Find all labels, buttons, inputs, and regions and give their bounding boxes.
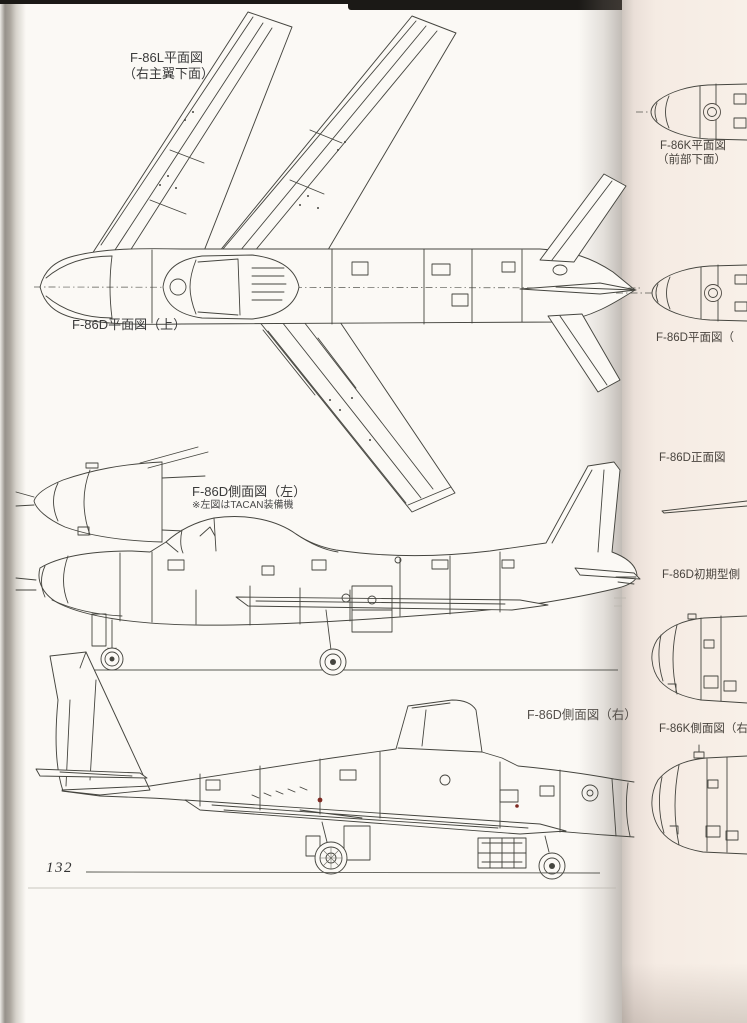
- f86d-nose-detail-drawing: [15, 446, 209, 543]
- page-number: 132: [46, 860, 73, 876]
- caption-f86k-side: F-86K側面図（右: [659, 723, 747, 735]
- caption-f86d-side-right: F-86D側面図（右）: [527, 708, 637, 722]
- f86d-side-view-right-drawing: [28, 651, 635, 889]
- f86d-plan-view-drawing: [33, 11, 643, 513]
- caption-f86d-plan-top: F-86D平面図（上）: [72, 317, 187, 332]
- caption-f86k-plan-line2: （前部下面）: [657, 154, 726, 167]
- caption-f86d-side-left: F-86D側面図（左） ※左図はTACAN装備機: [192, 484, 306, 513]
- caption-f86d-side-left-title: F-86D側面図（左）: [192, 484, 307, 499]
- adjacent-page-figures: [614, 83, 747, 855]
- caption-f86k-plan-line1: F-86K平面図: [660, 140, 726, 152]
- caption-f86d-plan-right: F-86D平面図（: [656, 332, 734, 344]
- f86d-side-view-left-drawing: [15, 461, 641, 676]
- caption-f86l-plan-line2: （右主翼下面）: [123, 66, 215, 82]
- caption-f86d-early: F-86D初期型側: [662, 569, 740, 581]
- caption-f86l-plan: F-86L平面図 （右主翼下面）: [123, 50, 214, 83]
- caption-f86d-side-left-note: ※左図はTACAN装備機: [192, 500, 294, 512]
- caption-f86k-plan: F-86K平面図 （前部下面）: [657, 139, 726, 168]
- caption-f86d-front: F-86D正面図: [659, 452, 726, 464]
- scan-top-border-right: [348, 0, 747, 10]
- page-left-edge-shading: [0, 0, 26, 1023]
- caption-f86l-plan-line1: F-86L平面図: [130, 50, 203, 65]
